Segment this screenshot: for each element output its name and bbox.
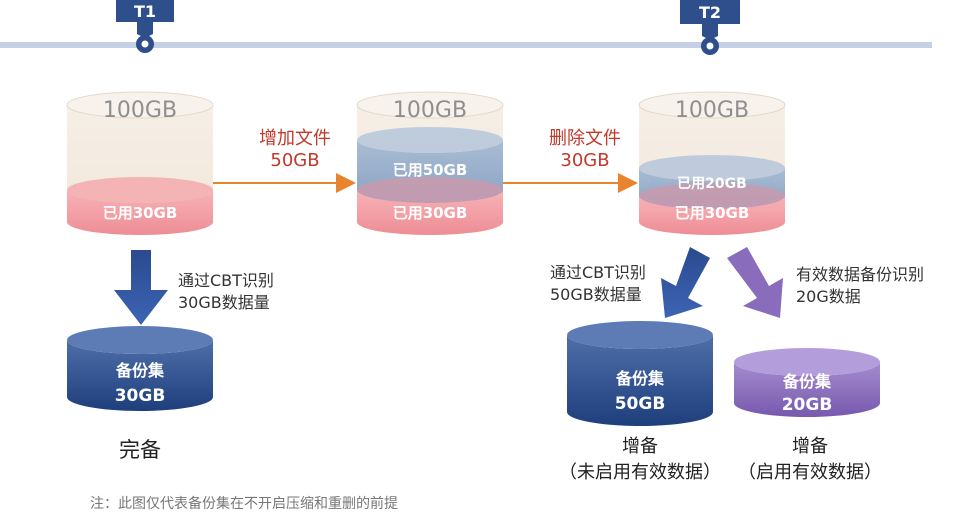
arrow-down-icon bbox=[114, 250, 168, 325]
used-band-30gb bbox=[67, 190, 213, 235]
backup-size: 30GB bbox=[115, 386, 166, 406]
marker-dot-t2 bbox=[706, 42, 714, 50]
disk-cylinder-t1: 100GB 已用30GB bbox=[66, 91, 214, 235]
disk-cylinder-t-mid: 100GB 已用50GB 已用30GB bbox=[356, 91, 504, 235]
caption-inc-cbt: 增备 （未启用有效数据） bbox=[559, 436, 721, 483]
backup-size: 50GB bbox=[615, 394, 666, 414]
backup-set-incremental-valid: 备份集 20GB bbox=[734, 348, 880, 417]
backup-size: 20GB bbox=[782, 395, 833, 415]
arrow-diagonal-valid-icon bbox=[727, 247, 783, 318]
backup-set-incremental-cbt: 备份集 50GB bbox=[567, 321, 713, 426]
capacity-label: 100GB bbox=[103, 98, 177, 123]
capacity-label: 100GB bbox=[393, 98, 467, 123]
inc-cbt-label: 通过CBT识别 50GB数据量 bbox=[550, 263, 646, 304]
used-new-label: 已用50GB bbox=[393, 161, 468, 179]
footnote: 注：此图仅代表备份集在不开启压缩和重删的前提 bbox=[90, 496, 398, 512]
delete-file-label: 删除文件 30GB bbox=[549, 128, 621, 171]
marker-label-t2: T2 bbox=[699, 3, 721, 22]
capacity-label: 100GB bbox=[675, 98, 749, 123]
disk-cylinder-t2: 100GB 已用20GB 已用30GB bbox=[638, 91, 786, 235]
marker-label-t1: T1 bbox=[134, 2, 156, 21]
backup-label: 备份集 bbox=[782, 372, 832, 391]
caption-full: 完备 bbox=[119, 438, 161, 462]
full-cbt-label: 通过CBT识别 30GB数据量 bbox=[178, 271, 274, 312]
timeline-marker-t2: T2 bbox=[680, 0, 740, 55]
timeline-marker-t1: T1 bbox=[116, 0, 174, 53]
backup-label: 备份集 bbox=[615, 369, 665, 388]
used-new-label: 已用20GB bbox=[677, 176, 747, 192]
used-old-label: 已用30GB bbox=[393, 204, 468, 222]
used-band-old-30gb bbox=[357, 190, 503, 235]
used-band-old-30gb bbox=[639, 196, 785, 235]
used-label: 已用30GB bbox=[103, 204, 178, 222]
timeline: T1 T2 bbox=[0, 0, 932, 55]
add-file-label: 增加文件 50GB bbox=[259, 128, 331, 171]
backup-set-full: 备份集 30GB bbox=[67, 326, 213, 411]
backup-label: 备份集 bbox=[115, 361, 165, 380]
used-old-label: 已用30GB bbox=[675, 204, 750, 222]
arrow-diagonal-cbt-icon bbox=[661, 247, 710, 318]
caption-inc-valid: 增备 （启用有效数据） bbox=[738, 436, 882, 483]
inc-valid-label: 有效数据备份识别 20G数据 bbox=[796, 265, 925, 306]
marker-dot-t1 bbox=[141, 40, 149, 48]
